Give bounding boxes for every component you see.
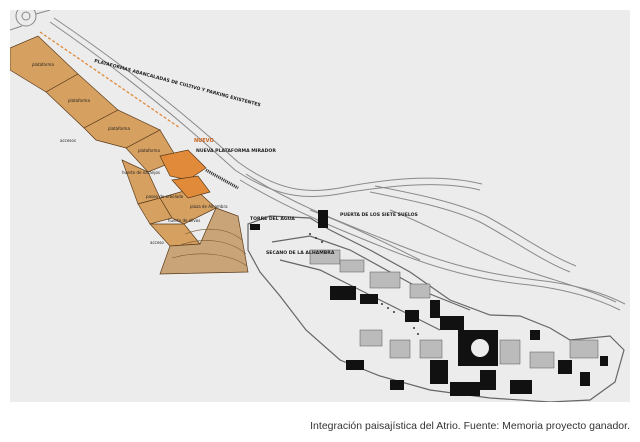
label-nueva-plataforma: NUEVA PLATAFORMA MIRADOR xyxy=(196,148,276,154)
label-puerta-siete: PUERTA DE LOS SIETE SUELOS xyxy=(340,212,418,218)
site-plan-svg: PLATAFORMAS ABANCALADAS DE CULTIVO Y PAR… xyxy=(10,10,626,402)
platforms xyxy=(10,35,249,275)
label-plataforma-1: plataforma xyxy=(32,62,54,67)
label-secano: SECANO DE LA ALHAMBRA xyxy=(266,250,335,256)
site-plan-map: PLATAFORMAS ABANCALADAS DE CULTIVO Y PAR… xyxy=(10,10,630,402)
label-huerto-naranjos: huerto de naranjos xyxy=(122,170,160,175)
alhambra-structures xyxy=(309,249,599,369)
label-accesos: accesos xyxy=(60,138,76,143)
roads xyxy=(49,17,626,311)
label-torre-agua: TORRE DEL AGUA xyxy=(250,216,295,222)
roundabout xyxy=(10,10,51,31)
label-nuevo: NUEVO xyxy=(194,138,214,144)
palace-courtyard xyxy=(469,337,491,359)
label-plataforma-3: plataforma xyxy=(108,126,130,131)
contours xyxy=(171,228,248,267)
label-huerto-olivos: huerto de olivos xyxy=(168,218,200,223)
existing-boundary-line xyxy=(39,31,181,129)
tree-dots xyxy=(309,233,419,335)
alhambra-buildings xyxy=(250,210,608,396)
label-plataformas-header: PLATAFORMAS ABANCALADAS DE CULTIVO Y PAR… xyxy=(93,58,261,108)
plot-hillside xyxy=(159,207,249,275)
label-acceso: acceso xyxy=(150,240,164,245)
figure-caption: Integración paisajística del Atrio. Fuen… xyxy=(310,420,630,432)
nuevo-mirador xyxy=(159,149,239,199)
label-plataforma-4: plataforma xyxy=(138,148,160,153)
label-paseo-arbolado: paseo de arbolado xyxy=(146,194,184,199)
label-plaza-alhambra: plaza de Alhambra xyxy=(190,204,228,209)
label-plataforma-2: plataforma xyxy=(68,98,90,103)
